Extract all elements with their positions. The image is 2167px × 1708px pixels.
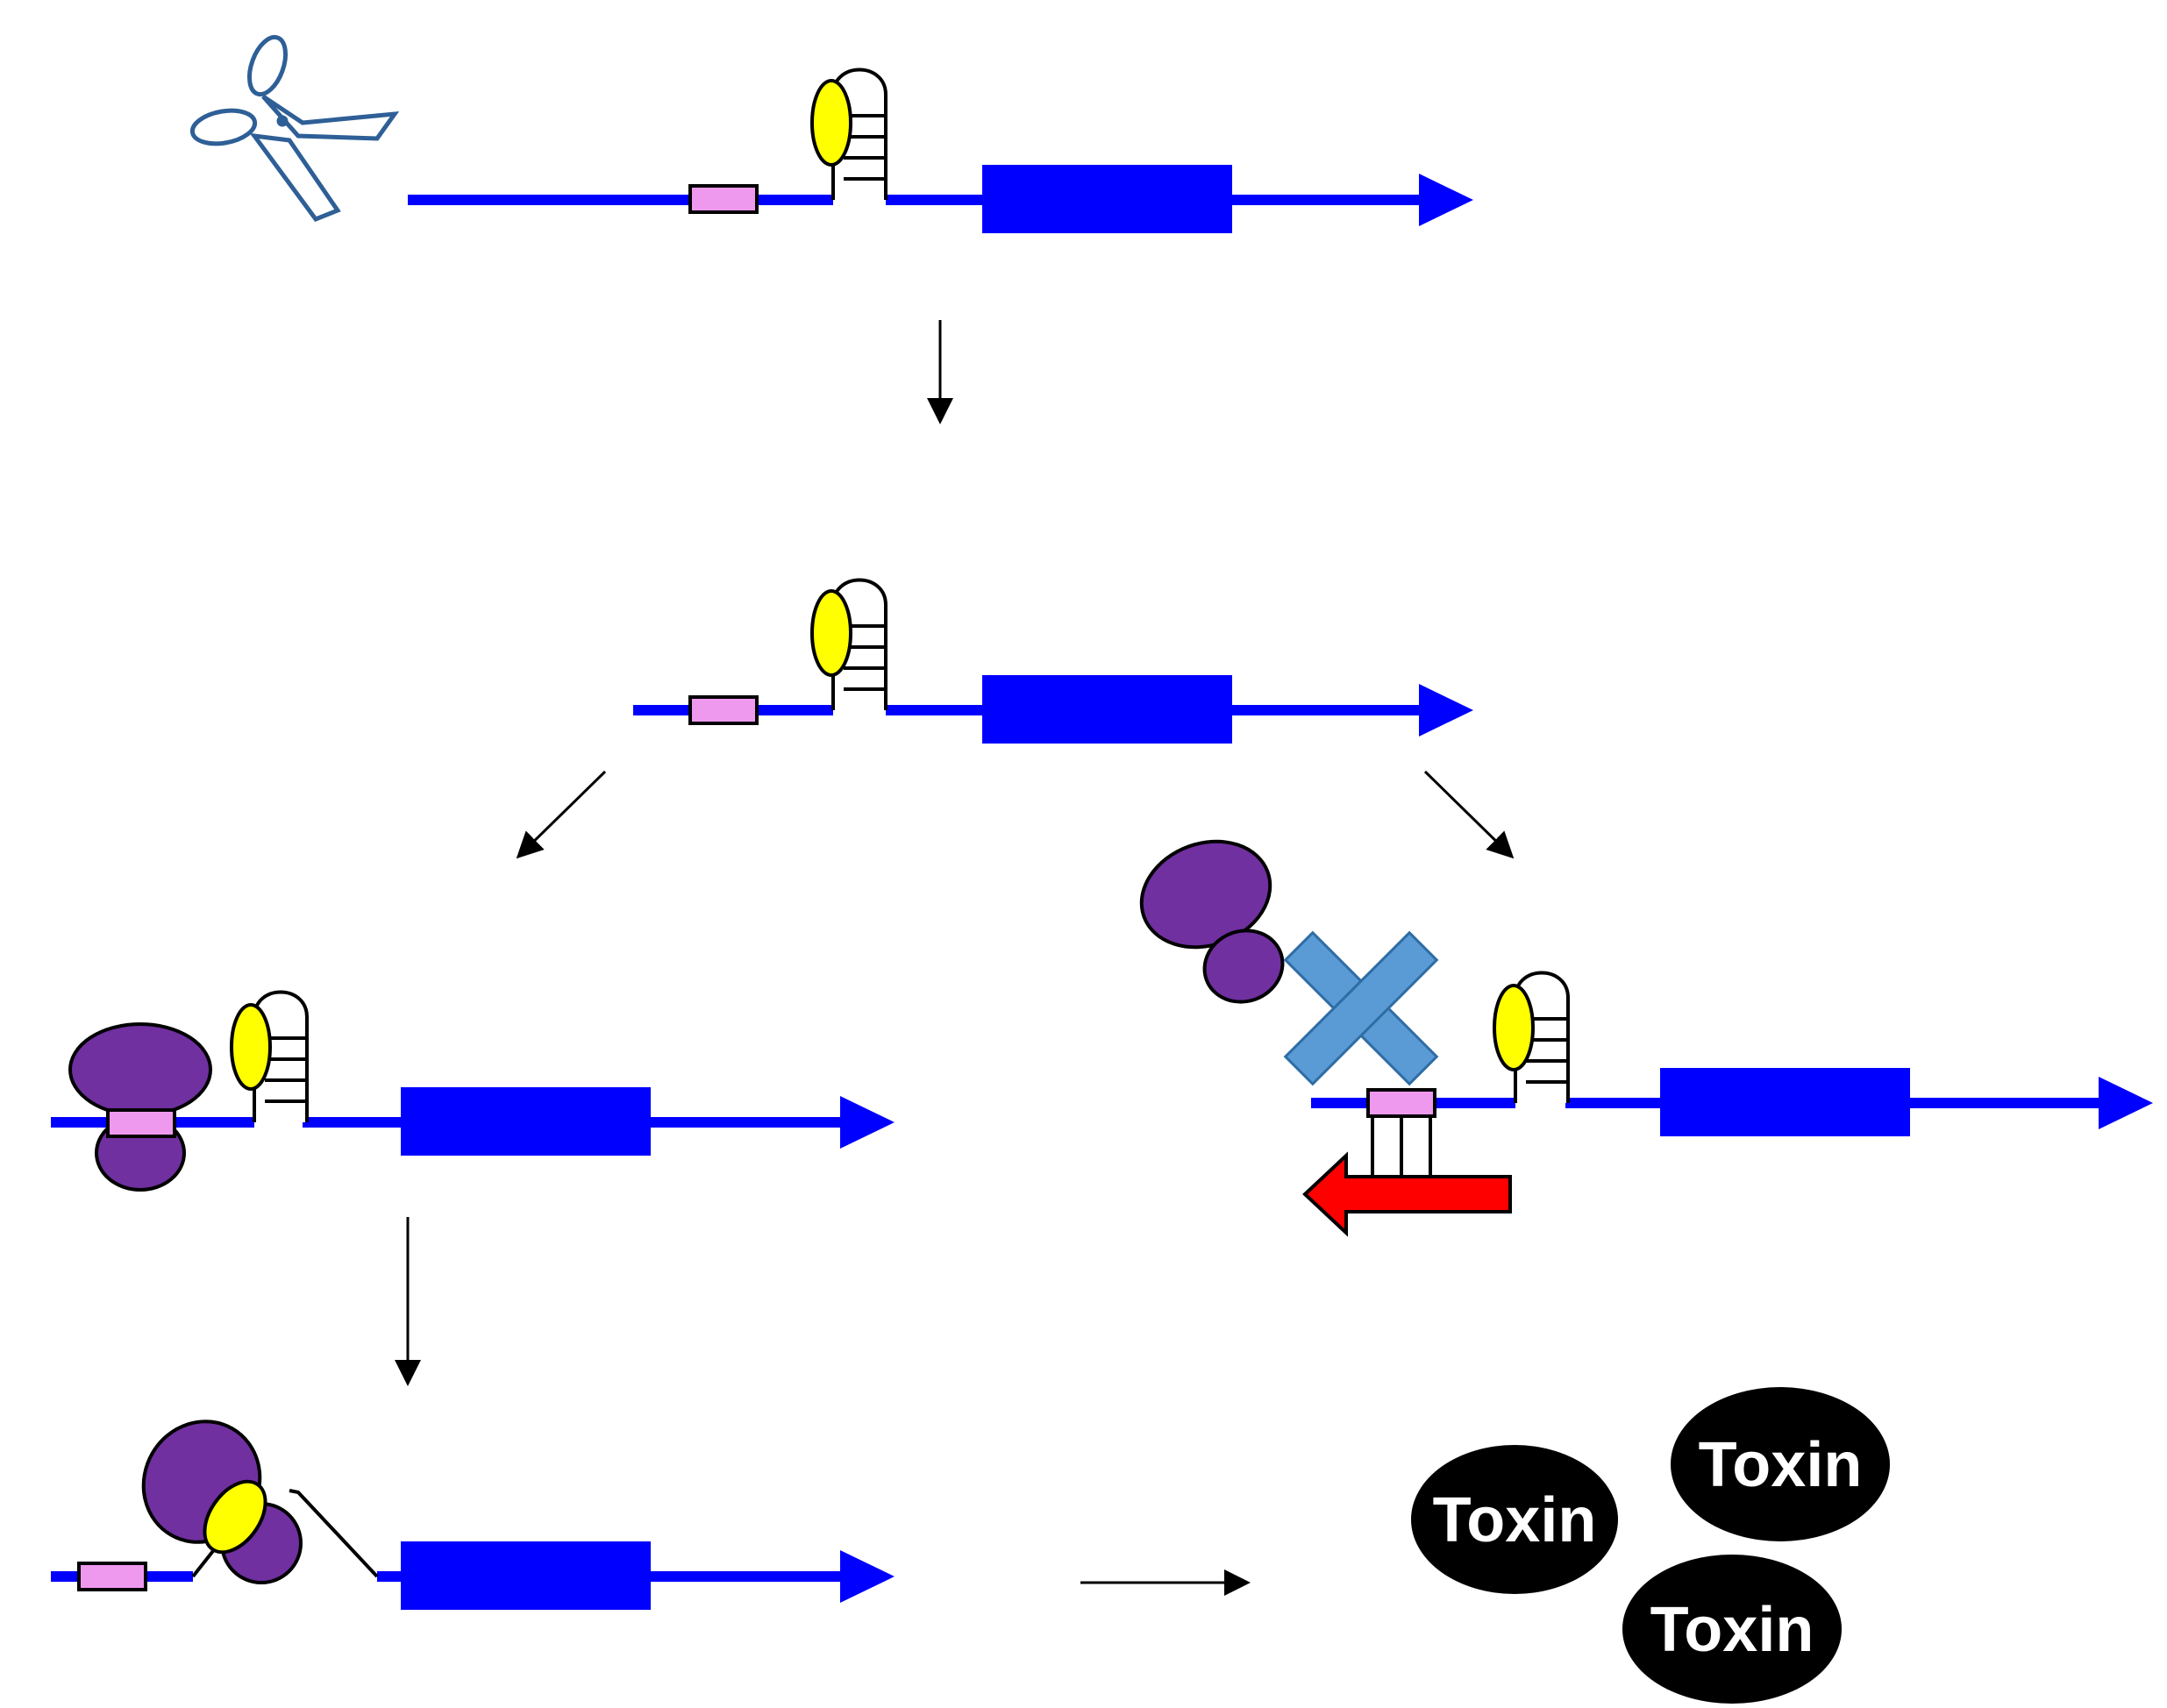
toxin-3: Toxin: [1622, 1555, 1842, 1704]
loop-factor: [810, 589, 852, 677]
toxin-group: Toxin Toxin Toxin: [1411, 1387, 1890, 1704]
coding-region: [982, 165, 1232, 233]
flow-arrow: [1423, 770, 1515, 859]
toxin-1: Toxin: [1411, 1445, 1618, 1594]
rbs-box: [1366, 1088, 1436, 1118]
toxin-label: Toxin: [1650, 1595, 1814, 1665]
loop-factor: [203, 1479, 267, 1555]
coding-region: [401, 1541, 651, 1610]
flow-arrow: [516, 770, 607, 859]
ribosome-large-subunit: [68, 1022, 212, 1117]
mrna-antisense-blocked: [1139, 839, 2153, 1237]
mrna-translating: [51, 1420, 895, 1610]
mrna-ribosome-bound: [51, 990, 895, 1192]
scissors-icon: [189, 34, 400, 223]
loop-factor: [230, 1003, 272, 1091]
coding-region: [982, 675, 1232, 744]
rbs-box: [688, 184, 759, 214]
coding-region: [401, 1087, 651, 1156]
loop-factor: [1493, 984, 1535, 1071]
toxin-2: Toxin: [1671, 1387, 1890, 1541]
ribosome-small-subunit: [1202, 929, 1285, 1004]
antisense-rna-arrow: [1302, 1151, 1512, 1237]
rbs-box: [688, 695, 759, 725]
antisense-pairing: [1371, 1116, 1432, 1175]
cross-mark-icon: [1283, 930, 1439, 1086]
mrna-full: [408, 68, 1473, 233]
rbs-box: [77, 1562, 147, 1591]
coding-region: [1660, 1068, 1910, 1136]
mrna-processed: [633, 578, 1473, 744]
loop-factor: [810, 79, 852, 167]
toxin-label: Toxin: [1699, 1430, 1863, 1500]
toxin-label: Toxin: [1433, 1485, 1597, 1555]
rbs-box: [106, 1108, 176, 1138]
